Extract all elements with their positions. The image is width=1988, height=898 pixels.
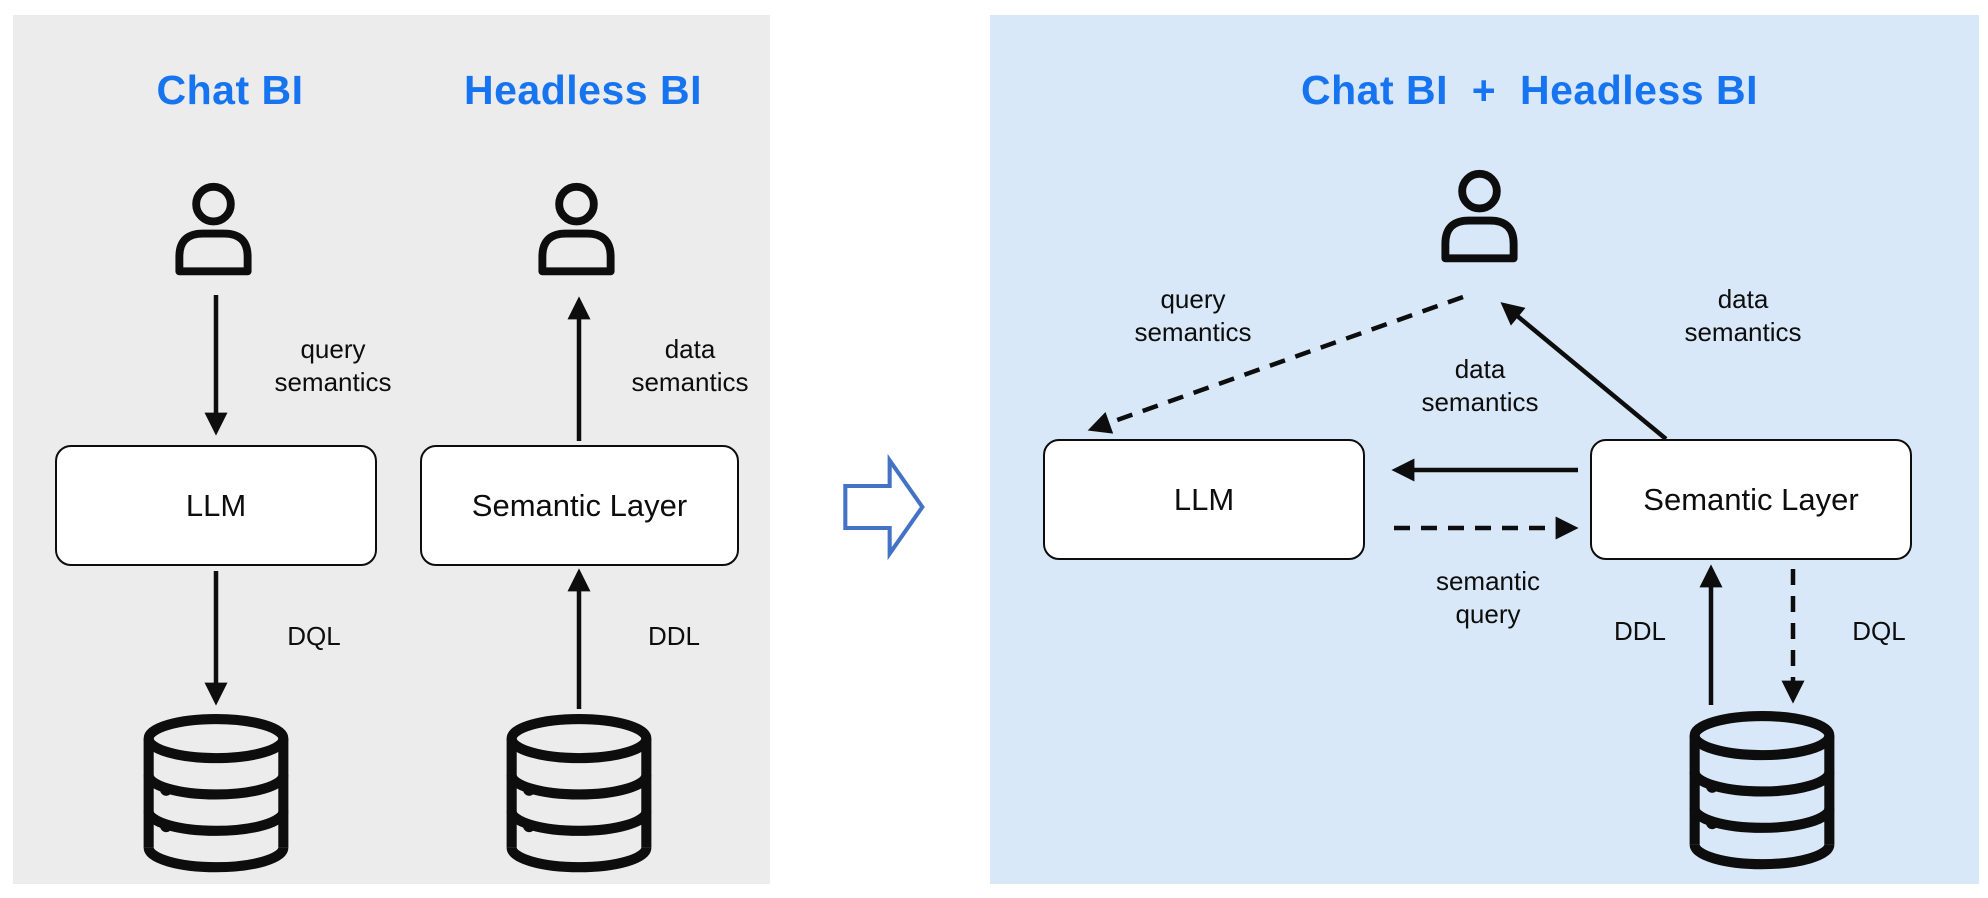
person-icon: [161, 180, 266, 285]
data-semantics-llm-label: data semantics: [1421, 354, 1539, 417]
ddl-label: DDL: [1613, 616, 1666, 646]
database-icon: [1681, 710, 1843, 877]
database-icon: [135, 713, 297, 880]
separate-bi-panel: Chat BI Headless BI query semantics LLM …: [13, 15, 770, 884]
semantic-layer-box: Semantic Layer: [1590, 439, 1912, 560]
database-icon: [498, 713, 660, 880]
llm-box: LLM: [55, 445, 377, 566]
ddl-label: DDL: [647, 621, 700, 651]
semantic-query-label: semantic query: [1435, 566, 1541, 629]
semantic-layer-box: Semantic Layer: [420, 445, 739, 566]
dql-label: DQL: [287, 621, 341, 651]
query-semantics-label: query semantics: [274, 334, 392, 397]
person-icon: [524, 180, 629, 285]
data-semantics-label: data semantics: [631, 334, 749, 397]
dql-label: DQL: [1852, 616, 1906, 646]
llm-box: LLM: [1043, 439, 1365, 560]
query-semantics-label: query semantics: [1134, 284, 1252, 347]
right-block-arrow-icon: [843, 448, 927, 566]
headless-bi-title: Headless BI: [464, 67, 702, 113]
combined-title: Chat BI + Headless BI: [1301, 67, 1758, 113]
data-semantics-user-label: data semantics: [1684, 284, 1802, 347]
chat-bi-title: Chat BI: [156, 67, 304, 113]
person-icon: [1427, 167, 1532, 272]
combined-bi-panel: Chat BI + Headless BI query semantics da…: [990, 15, 1979, 884]
